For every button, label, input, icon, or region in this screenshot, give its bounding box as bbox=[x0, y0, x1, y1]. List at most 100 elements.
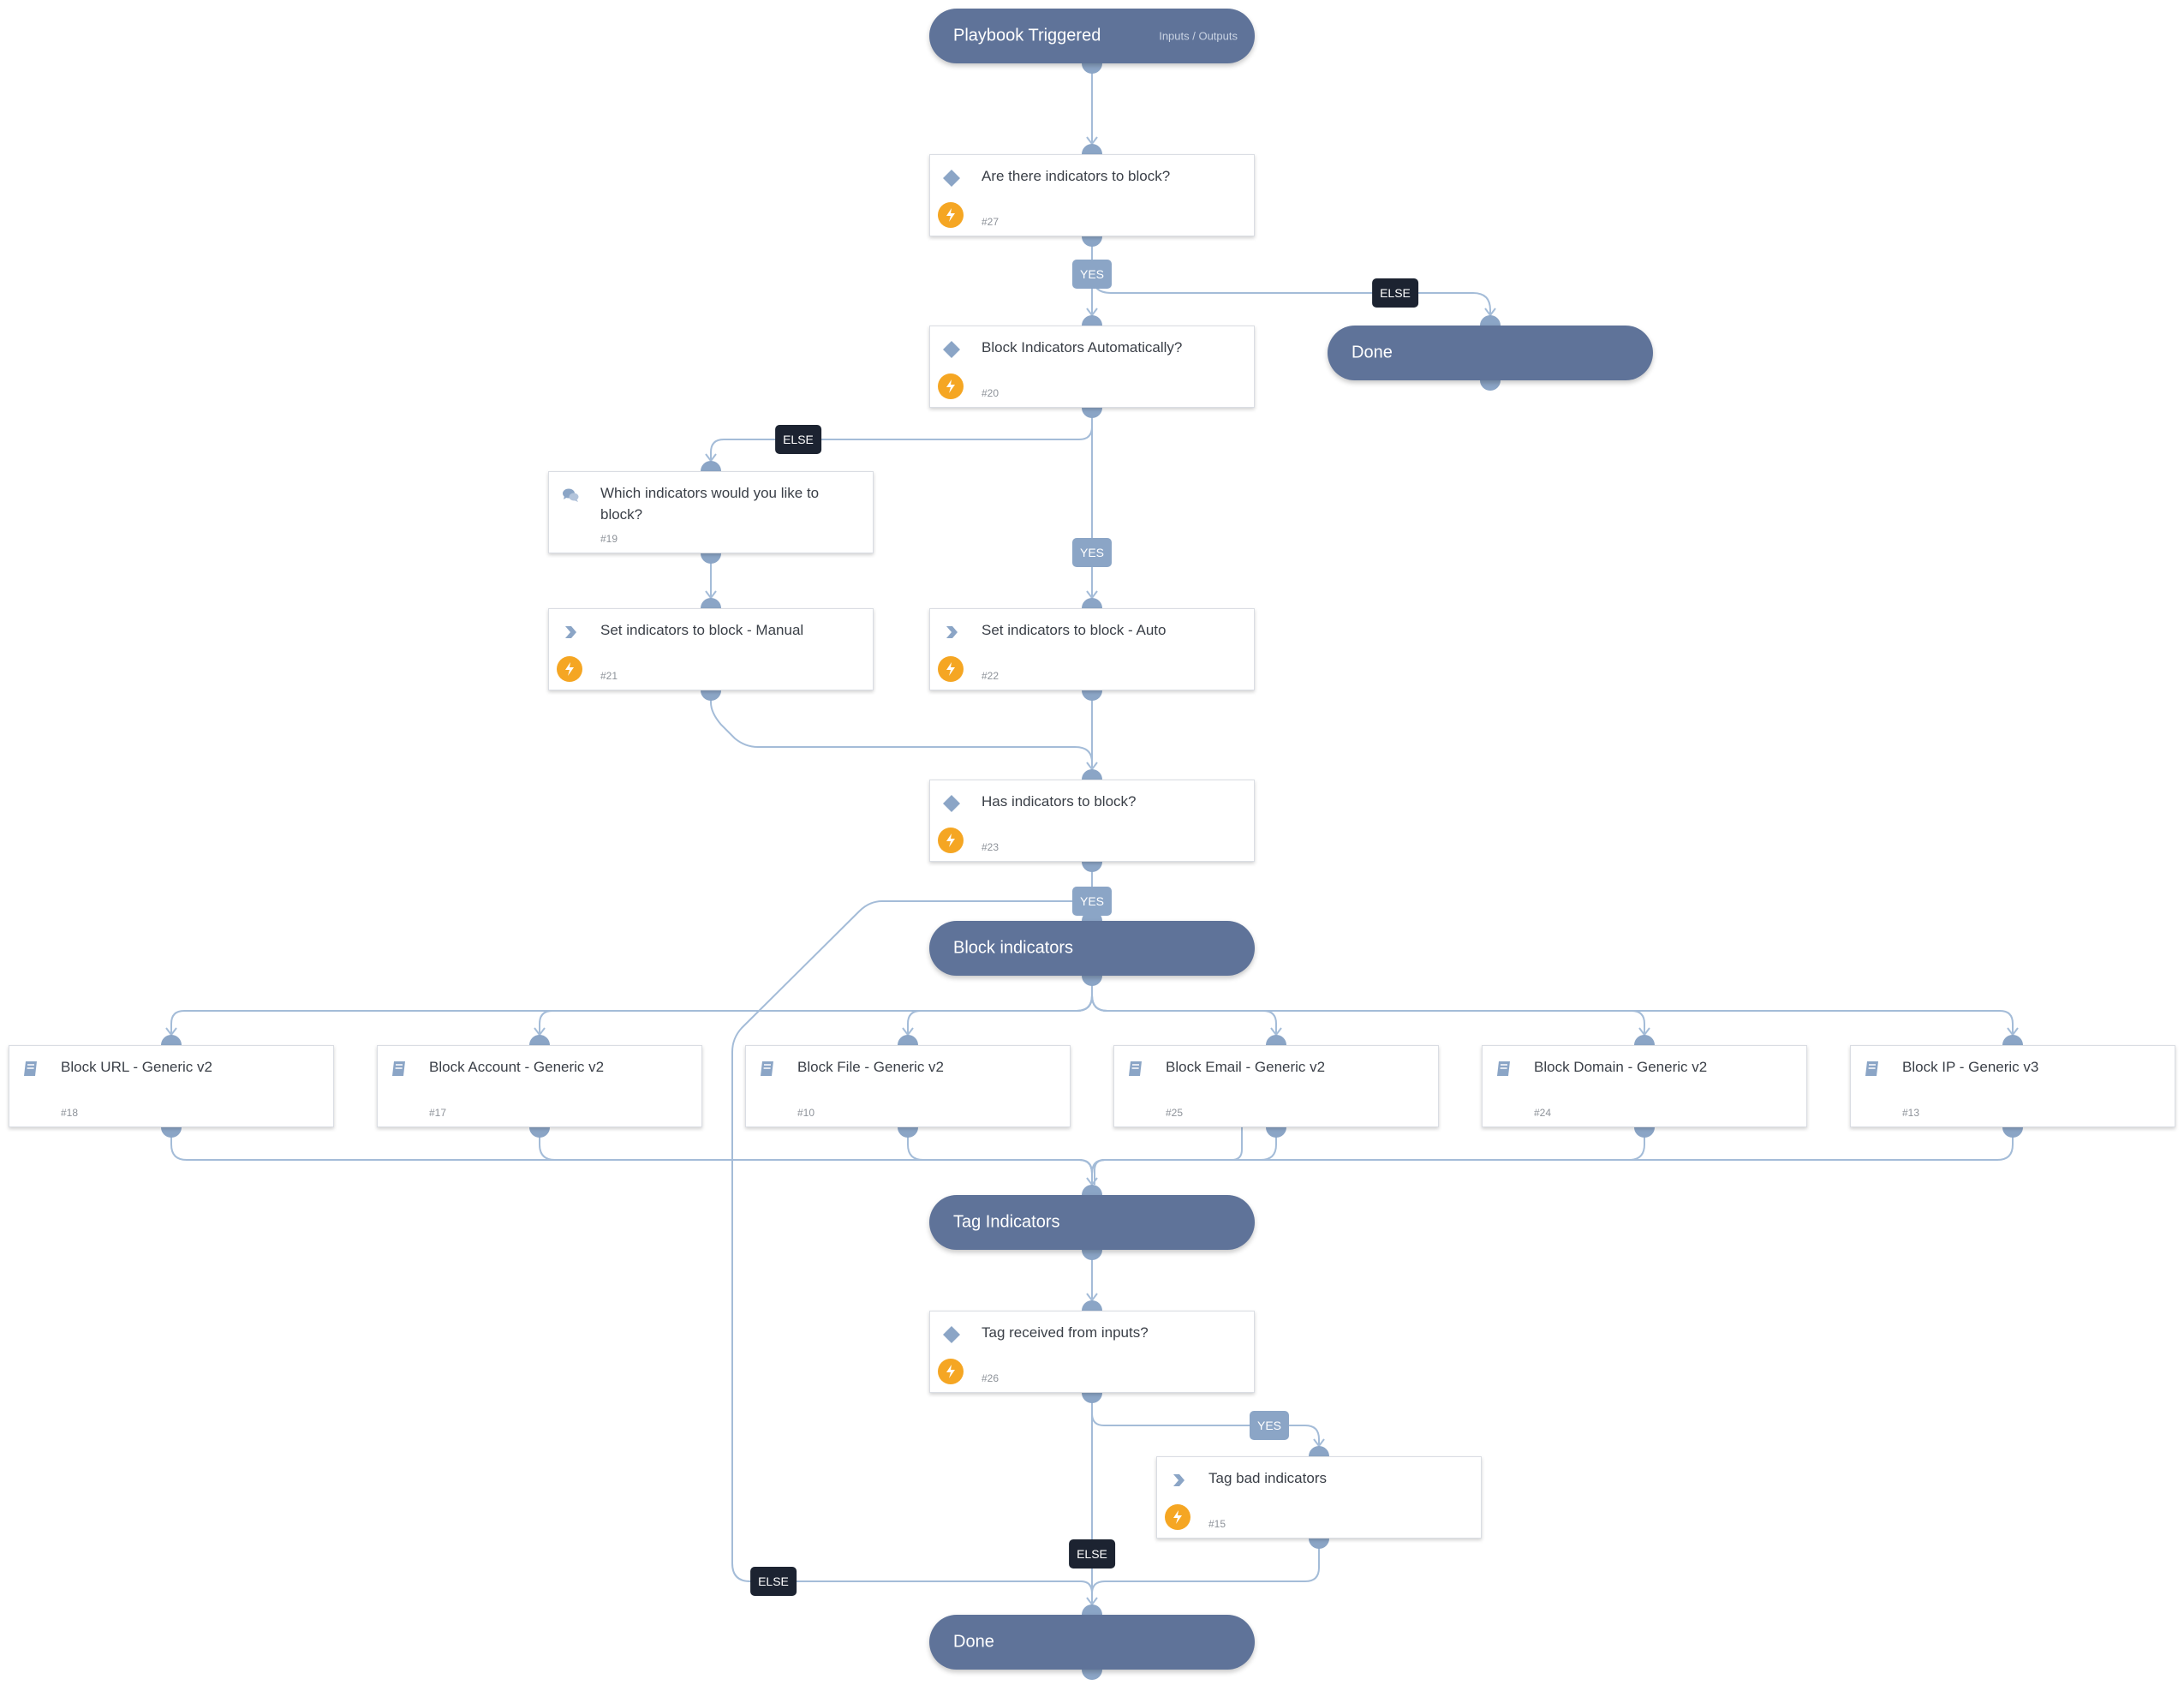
section-title: Tag Indicators bbox=[953, 1212, 1060, 1232]
sub-playbook-book-icon bbox=[390, 1060, 409, 1079]
task-title: Block IP - Generic v3 bbox=[1902, 1059, 2039, 1075]
else-label[interactable]: ELSE bbox=[750, 1567, 797, 1596]
task-number: #23 bbox=[982, 841, 1000, 853]
connection-port bbox=[1082, 1250, 1102, 1260]
done-node-bottom[interactable]: Done bbox=[929, 1615, 1255, 1670]
yes-label[interactable]: YES bbox=[1249, 1411, 1290, 1440]
connection-port bbox=[1266, 1035, 1286, 1045]
connection-port bbox=[1082, 1300, 1102, 1311]
automation-bolt-icon bbox=[938, 1359, 964, 1384]
sub-playbook-book-icon bbox=[1863, 1060, 1882, 1079]
node-title: Done bbox=[953, 1632, 994, 1652]
task-title: Set indicators to block - Auto bbox=[982, 622, 1167, 638]
node-title: Playbook Triggered bbox=[953, 26, 1101, 45]
connector-line bbox=[710, 690, 1093, 769]
task-number: #22 bbox=[982, 670, 1000, 682]
connector-line bbox=[1091, 976, 1645, 1035]
connection-port bbox=[1266, 1127, 1286, 1138]
task-card-27[interactable]: Are there indicators to block? #27 bbox=[929, 154, 1255, 236]
task-card-13[interactable]: Block IP - Generic v3#13 bbox=[1850, 1045, 2175, 1127]
connection-port bbox=[1082, 769, 1102, 780]
condition-diamond-icon bbox=[942, 169, 961, 188]
else-label[interactable]: ELSE bbox=[775, 425, 821, 454]
connection-port bbox=[1082, 690, 1102, 701]
task-card-19[interactable]: Which indicators would you like to block… bbox=[548, 471, 874, 553]
task-title: Which indicators would you like to block… bbox=[600, 485, 820, 523]
playbook-triggered-node[interactable]: Playbook Triggered Inputs / Outputs bbox=[929, 9, 1255, 63]
chevron-right-icon bbox=[942, 623, 961, 642]
automation-bolt-icon bbox=[938, 373, 964, 399]
connection-port bbox=[701, 553, 721, 564]
task-number: #18 bbox=[61, 1107, 79, 1119]
task-number: #15 bbox=[1208, 1518, 1226, 1530]
sub-playbook-book-icon bbox=[1495, 1060, 1513, 1079]
else-label[interactable]: ELSE bbox=[1372, 278, 1418, 308]
task-card-26[interactable]: Tag received from inputs?#26 bbox=[929, 1311, 1255, 1393]
task-number: #25 bbox=[1166, 1107, 1184, 1119]
connection-port bbox=[1082, 1604, 1102, 1615]
task-card-15[interactable]: Tag bad indicators #15 bbox=[1156, 1456, 1482, 1539]
task-card-25[interactable]: Block Email - Generic v2#25 bbox=[1113, 1045, 1439, 1127]
task-card-18[interactable]: Block URL - Generic v2 #18 bbox=[9, 1045, 334, 1127]
inputs-outputs-link[interactable]: Inputs / Outputs bbox=[1159, 29, 1238, 43]
task-title: Are there indicators to block? bbox=[982, 168, 1171, 184]
task-card-21[interactable]: Set indicators to block - Manual #21 bbox=[548, 608, 874, 690]
connector-line bbox=[1091, 976, 2014, 1035]
task-card-23[interactable]: Has indicators to block?#23 bbox=[929, 780, 1255, 862]
connector-line bbox=[710, 408, 1093, 461]
connection-port bbox=[898, 1127, 918, 1138]
connection-port bbox=[898, 1035, 918, 1045]
connection-port bbox=[1634, 1035, 1655, 1045]
connection-port bbox=[529, 1127, 550, 1138]
yes-label[interactable]: YES bbox=[1071, 887, 1113, 916]
chevron-right-icon bbox=[561, 623, 580, 642]
automation-bolt-icon bbox=[938, 828, 964, 853]
connector-line bbox=[1091, 1127, 2014, 1185]
task-title: Block Indicators Automatically? bbox=[982, 339, 1183, 356]
connection-port bbox=[1082, 1393, 1102, 1403]
task-number: #19 bbox=[600, 533, 618, 545]
yes-label[interactable]: YES bbox=[1071, 260, 1113, 289]
connection-port bbox=[1082, 862, 1102, 872]
task-title: Set indicators to block - Manual bbox=[600, 622, 804, 638]
connection-port bbox=[1082, 1670, 1102, 1680]
task-card-20[interactable]: Block Indicators Automatically?#20 bbox=[929, 326, 1255, 408]
connection-port bbox=[1082, 976, 1102, 986]
sub-playbook-book-icon bbox=[21, 1060, 40, 1079]
connector-line bbox=[907, 976, 1093, 1035]
chat-bubbles-icon bbox=[561, 486, 580, 505]
done-node-top[interactable]: Done bbox=[1328, 326, 1653, 380]
connector-line bbox=[1091, 236, 1491, 315]
condition-diamond-icon bbox=[942, 340, 961, 359]
task-title: Tag bad indicators bbox=[1208, 1470, 1327, 1486]
connection-port bbox=[1082, 408, 1102, 418]
connection-port bbox=[701, 461, 721, 471]
connection-port bbox=[2002, 1127, 2023, 1138]
task-card-10[interactable]: Block File - Generic v2#10 bbox=[745, 1045, 1071, 1127]
task-card-24[interactable]: Block Domain - Generic v2#24 bbox=[1482, 1045, 1807, 1127]
connector-line bbox=[1094, 1127, 1243, 1185]
automation-bolt-icon bbox=[557, 656, 582, 682]
connection-port bbox=[2002, 1035, 2023, 1045]
task-title: Block File - Generic v2 bbox=[797, 1059, 944, 1075]
sub-playbook-book-icon bbox=[1126, 1060, 1145, 1079]
connection-port bbox=[1082, 598, 1102, 608]
condition-diamond-icon bbox=[942, 1325, 961, 1344]
else-label[interactable]: ELSE bbox=[1069, 1539, 1115, 1569]
automation-bolt-icon bbox=[938, 202, 964, 228]
task-number: #21 bbox=[600, 670, 618, 682]
connection-port bbox=[1309, 1446, 1329, 1456]
task-card-17[interactable]: Block Account - Generic v2#17 bbox=[377, 1045, 702, 1127]
connector-line bbox=[1091, 1539, 1320, 1594]
connection-port bbox=[1082, 315, 1102, 326]
connector-line bbox=[907, 1127, 1093, 1185]
task-card-22[interactable]: Set indicators to block - Auto #22 bbox=[929, 608, 1255, 690]
task-number: #27 bbox=[982, 216, 1000, 228]
task-title: Block URL - Generic v2 bbox=[61, 1059, 212, 1075]
yes-label[interactable]: YES bbox=[1071, 538, 1113, 567]
block-indicators-section[interactable]: Block indicators bbox=[929, 921, 1255, 976]
connection-port bbox=[1309, 1539, 1329, 1549]
tag-indicators-section[interactable]: Tag Indicators bbox=[929, 1195, 1255, 1250]
